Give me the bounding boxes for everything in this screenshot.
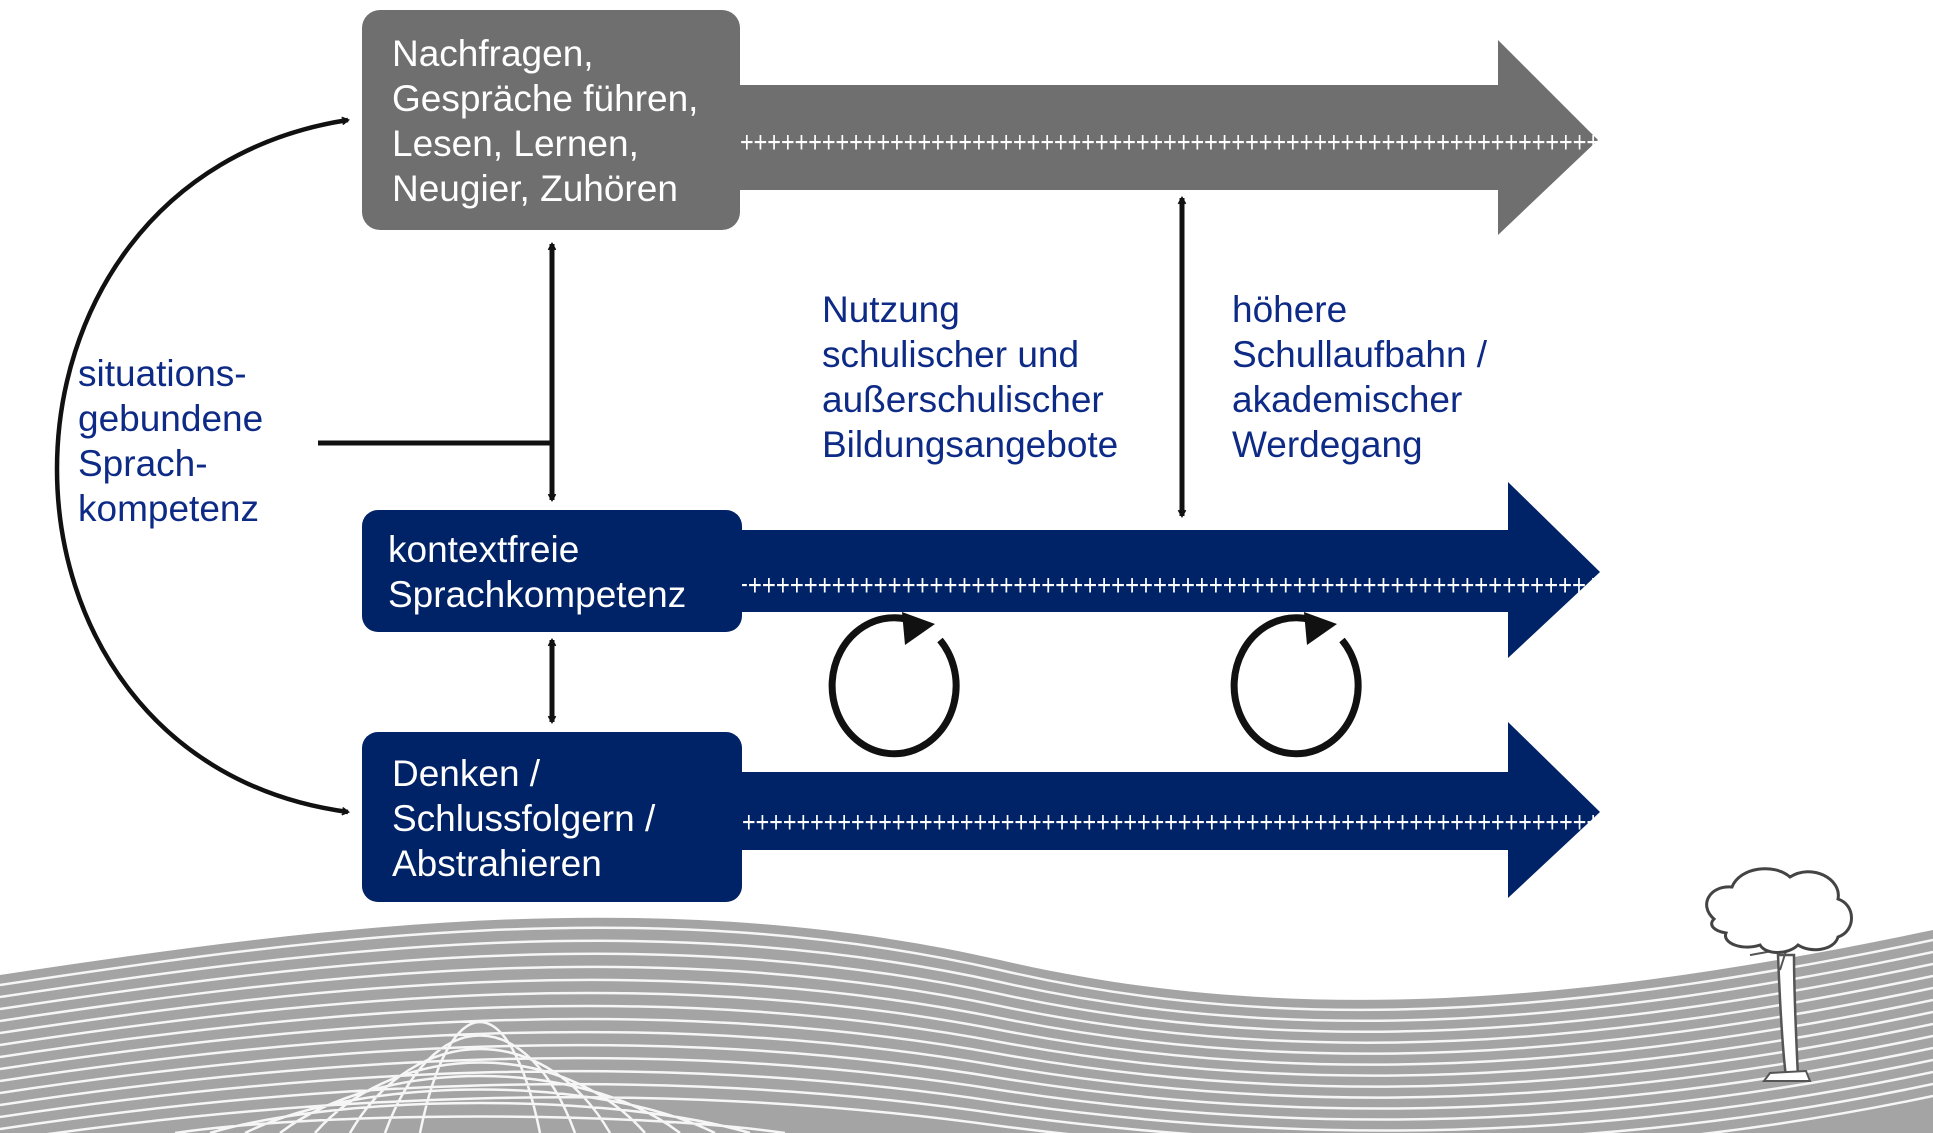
box-middle: [362, 510, 742, 632]
arrow-top: [728, 40, 1598, 235]
box-bottom-line-1: Denken /: [392, 753, 541, 794]
arrow-middle: [718, 482, 1600, 658]
box-middle-line-1: kontextfreie: [388, 529, 579, 570]
tree-icon: [1705, 867, 1853, 1082]
box-bottom-line-2: Schlussfolgern /: [392, 798, 656, 839]
right-label-line-4: Werdegang: [1232, 424, 1423, 465]
left-label-line-3: Sprach-: [78, 443, 208, 484]
box-middle-line-2: Sprachkompetenz: [388, 574, 686, 615]
arrow-bottom: [738, 722, 1600, 898]
box-top-line-3: Lesen, Lernen,: [392, 123, 639, 164]
right-label-line-2: Schullaufbahn /: [1232, 334, 1488, 375]
left-label-line-1: situations-: [78, 353, 247, 394]
right-label-line-3: akademischer: [1232, 379, 1462, 420]
box-bottom: [362, 732, 742, 902]
box-top-line-2: Gespräche führen,: [392, 78, 698, 119]
cycle-arrow-icon: [828, 612, 960, 758]
center-label-line-1: Nutzung: [822, 289, 960, 330]
left-label-line-2: gebundene: [78, 398, 263, 439]
box-bottom-line-3: Abstrahieren: [392, 843, 602, 884]
plus-row-bottom: ++++++++++++++++++++++++++++++++++++++++…: [742, 806, 1600, 839]
cycle-arrow-icon: [1230, 612, 1362, 758]
box-top: [362, 10, 740, 230]
right-label-line-1: höhere: [1232, 289, 1347, 330]
plus-row-middle: ++++++++++++++++++++++++++++++++++++++++…: [720, 569, 1600, 602]
landscape-hills: [0, 917, 1933, 1133]
center-label-line-2: schulischer und: [822, 334, 1079, 375]
curved-arrow-icon: [54, 116, 351, 816]
box-top-line-1: Nachfragen,: [392, 33, 594, 74]
left-label-line-4: kompetenz: [78, 488, 259, 529]
plus-row-top: ++++++++++++++++++++++++++++++++++++++++…: [740, 126, 1600, 159]
box-top-line-4: Neugier, Zuhören: [392, 168, 678, 209]
center-label-line-3: außerschulischer: [822, 379, 1104, 420]
center-label-line-4: Bildungsangebote: [822, 424, 1118, 465]
